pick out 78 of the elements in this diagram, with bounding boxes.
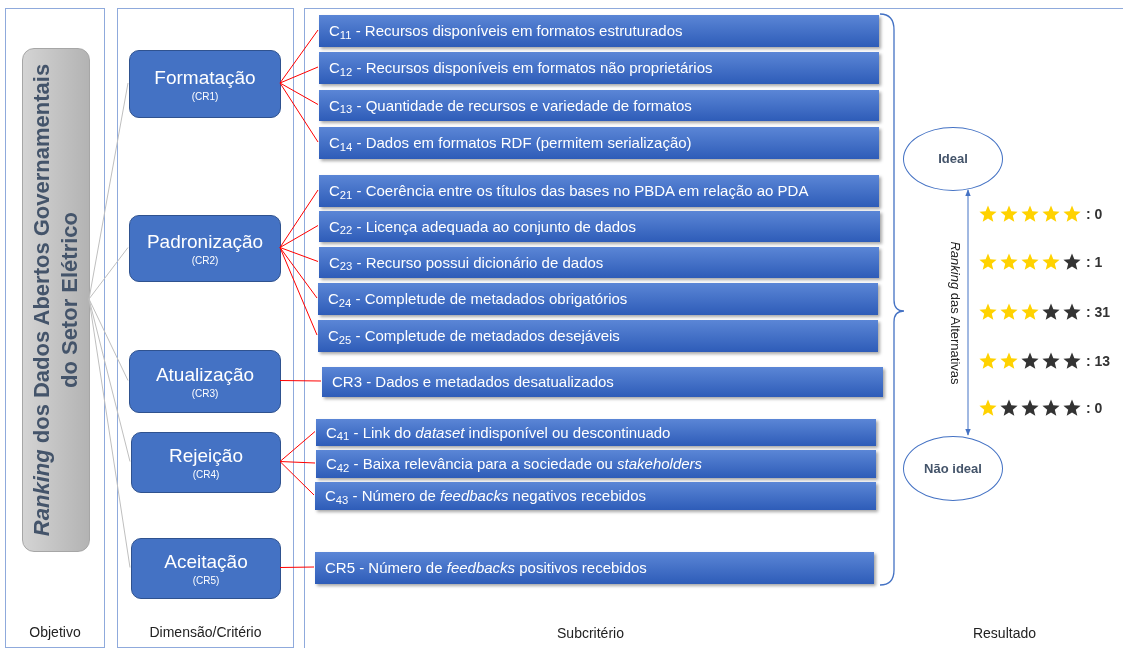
column-panel	[304, 8, 886, 648]
result-text: Ideal	[938, 150, 968, 169]
connector-line	[279, 189, 319, 248]
subcriterion-bar	[315, 552, 874, 584]
double-arrow	[965, 189, 971, 436]
objective-box	[22, 48, 90, 552]
criterion-name: Atualização	[155, 363, 255, 387]
connector-line	[279, 82, 319, 143]
criterion-box	[129, 50, 281, 118]
connector-line	[88, 247, 129, 300]
criterion-code: (CR2)	[191, 254, 219, 267]
subcriterion-text: C$_{43}$ - Número de feedbacks negativos recebidos	[325, 487, 647, 505]
subcriterion-text: C$_{25}$ - Completude de metadados desejáveis	[328, 327, 620, 345]
subcriterion-bar	[319, 15, 879, 47]
subcriterion-text: C$_{23}$ - Recurso possui dicionário de dados	[329, 253, 604, 272]
subcriterion-bar	[315, 482, 876, 510]
count-label: : 0	[1086, 205, 1103, 224]
count-label: : 31	[1086, 303, 1111, 322]
subcriterion-text: C$_{21}$ - Coerência entre os títulos das bases no PBDA em relação ao PDA	[329, 182, 809, 200]
criterion-code: (CR5)	[192, 574, 220, 587]
column-label: Dimensão/Critério	[149, 623, 262, 642]
subcriterion-bar	[319, 247, 879, 278]
subcriterion-bar	[319, 211, 880, 242]
criterion-name: Padronização	[146, 230, 264, 254]
subcriterion-text: CR3 - Dados e metadados desatualizados	[332, 373, 614, 391]
subcriterion-text: C$_{13}$ - Quantidade de recursos e variedade de formatos	[329, 96, 692, 115]
subcriterion-bar	[319, 175, 879, 207]
column-label: Resultado	[972, 624, 1036, 643]
column-label: Subcritério	[557, 624, 624, 643]
connector-line	[279, 431, 316, 462]
subcriterion-bar	[319, 90, 879, 121]
criterion-box	[129, 215, 281, 282]
criterion-code: (CR3)	[191, 387, 219, 400]
column-label: Objetivo	[29, 623, 81, 642]
subcriterion-bar	[319, 127, 879, 159]
column-panel	[117, 8, 294, 648]
subcriterion-text: C$_{12}$ - Recursos disponíveis em formatos não proprietários	[329, 59, 713, 77]
subcriterion-text: C$_{24}$ - Completude de metadados obrigatórios	[328, 290, 628, 308]
connector-line	[279, 225, 319, 248]
criterion-code: (CR1)	[191, 89, 219, 103]
connector-line	[88, 298, 129, 381]
objective-text: Ranking dos Dados Abertos Governamentais do Setor Elétrico	[28, 62, 83, 539]
criterion-box	[131, 538, 281, 599]
subcriterion-bar	[316, 419, 876, 446]
subcriterion-text: C$_{11}$ - Recursos disponíveis em formatos estruturados	[329, 22, 683, 40]
subcriterion-bar	[322, 367, 883, 397]
subcriterion-text: C$_{42}$ - Baixa relevância para a sociedade ou stakeholders	[326, 455, 703, 473]
criterion-box	[129, 350, 281, 413]
connector-line	[279, 247, 318, 336]
connector-line	[279, 82, 319, 105]
subcriterion-text: C$_{14}$ - Dados em formatos RDF (permitem serialização)	[329, 134, 692, 152]
subcriterion-text: C$_{41}$ - Link do dataset indisponível ou descontinuado	[326, 423, 671, 442]
subcriterion-text: C$_{22}$ - Licença adequada ao conjunto de dados	[329, 217, 636, 236]
connector-line	[279, 66, 319, 84]
criterion-name: Aceitação	[164, 550, 248, 574]
subcriterion-bar	[319, 52, 879, 84]
connector-line	[279, 461, 316, 464]
connector-line	[88, 82, 129, 300]
count-label: : 13	[1086, 352, 1111, 371]
connector-line	[279, 247, 319, 262]
column-panel	[5, 8, 105, 648]
count-label: : 1	[1086, 253, 1103, 272]
criterion-name: Rejeição	[169, 444, 243, 468]
connector-line	[279, 29, 319, 84]
subcriterion-bar	[316, 450, 876, 478]
result-text: Não ideal	[924, 459, 982, 478]
subcriterion-bar	[318, 320, 878, 352]
count-label: : 0	[1086, 399, 1103, 418]
connector-line	[279, 461, 315, 496]
subcriterion-text: CR5 - Número de feedbacks positivos recebidos	[325, 559, 647, 577]
criterion-name: Formatação	[154, 65, 256, 90]
edge-label: Ranking das Alternativas	[947, 240, 963, 385]
connector-line	[279, 566, 315, 568]
criterion-code: (CR4)	[192, 468, 220, 481]
connector-line	[279, 380, 322, 382]
subcriterion-bar	[318, 283, 878, 315]
criterion-box	[131, 432, 281, 493]
connector-line	[279, 247, 318, 299]
